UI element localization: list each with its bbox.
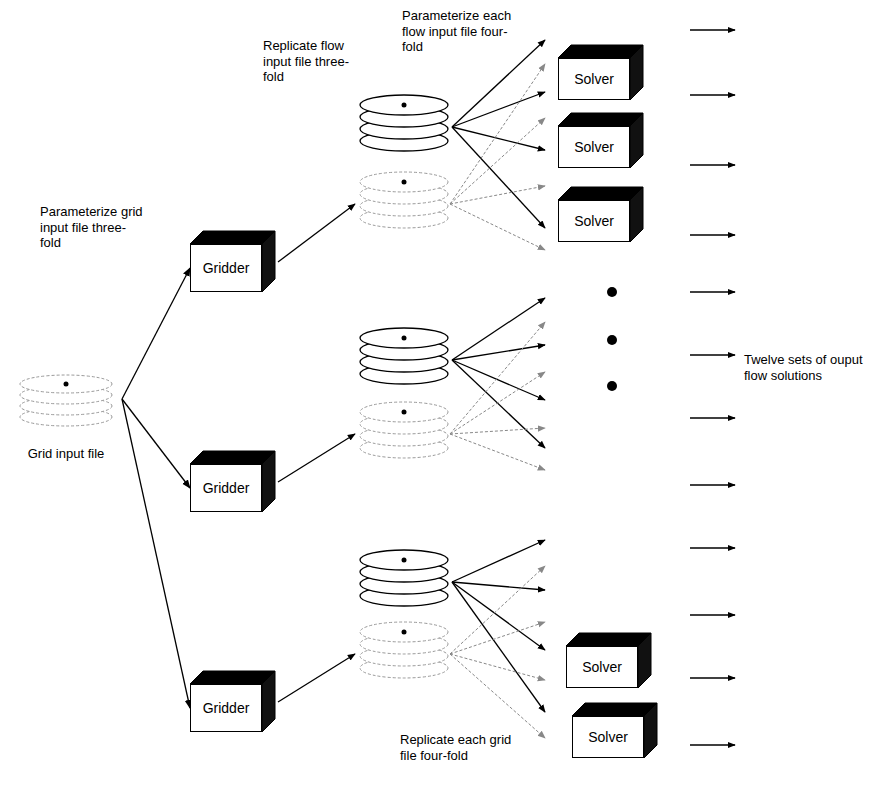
connector-arrow [122, 399, 190, 708]
fan-arrow [450, 434, 545, 470]
annotation-label: Parameterize grid input file three-fold [40, 204, 144, 251]
box-label: Solver [574, 213, 614, 229]
fan-arrow [450, 204, 545, 250]
box-label: Gridder [203, 480, 250, 496]
fan-arrow [450, 428, 545, 434]
disk-platter [360, 402, 448, 422]
disk-spindle [402, 180, 407, 185]
output-arrow [690, 484, 735, 485]
grid-input-disk: Grid input file [10, 372, 122, 462]
fan-arrow [450, 566, 545, 654]
box-top [190, 671, 275, 684]
output-arrow [690, 234, 735, 235]
annotation-label: Parameterize each flow input file four-f… [402, 8, 514, 55]
output-arrow [690, 417, 735, 418]
disk-platter [360, 550, 448, 570]
fan-arrow [450, 654, 545, 680]
output-arrow [690, 677, 735, 678]
box-side [262, 231, 275, 292]
box-label: Gridder [203, 260, 250, 276]
box-side [638, 633, 651, 688]
disk-platter [360, 328, 448, 348]
fan-arrow [450, 118, 545, 204]
disk-spindle [402, 630, 407, 635]
output-arrow [690, 94, 735, 95]
fan-arrow [452, 40, 545, 127]
box-side [644, 703, 657, 758]
solver-box: Solver [558, 126, 630, 168]
solver-box: Solver [566, 646, 638, 688]
output-arrow [690, 291, 735, 292]
box-side [262, 671, 275, 732]
disk-spindle [402, 558, 407, 563]
output-arrow [690, 614, 735, 615]
fan-arrow [452, 127, 545, 150]
fan-arrow [452, 92, 545, 127]
gridder-box: Gridder [190, 684, 262, 732]
fan-arrow [452, 582, 545, 590]
box-top [558, 187, 643, 200]
fan-arrow [450, 622, 545, 654]
disk-spindle [402, 410, 407, 415]
annotation-label: Replicate flow input file three-fold [263, 38, 355, 85]
fan-arrow [452, 345, 545, 360]
fan-arrow [452, 582, 545, 712]
box-top [558, 45, 643, 58]
box-side [262, 451, 275, 512]
box-label: Solver [574, 139, 614, 155]
box-side [630, 113, 643, 168]
gridder-output-arrow [278, 434, 355, 482]
box-label: Solver [588, 729, 628, 745]
gridder-output-arrow [278, 654, 355, 702]
fan-arrow [450, 64, 545, 204]
gridder-box: Gridder [190, 464, 262, 512]
annotation-label: Replicate each grid file four-fold [400, 732, 512, 763]
box-label: Solver [574, 71, 614, 87]
fan-arrow [450, 654, 545, 738]
connector-arrow [122, 268, 190, 399]
solver-box: Solver [572, 716, 644, 758]
disk-spindle [402, 336, 407, 341]
solver-box: Solver [558, 200, 630, 242]
fan-arrow [450, 186, 545, 204]
fan-arrow [452, 540, 545, 582]
disk-platter [360, 95, 448, 115]
box-top [558, 113, 643, 126]
disk-platter [360, 622, 448, 642]
ellipsis-dot [607, 381, 617, 391]
box-top [572, 703, 657, 716]
disk-stack-icon [10, 372, 122, 434]
output-arrow [690, 744, 735, 745]
box-side [630, 187, 643, 242]
box-top [190, 231, 275, 244]
fan-arrow [452, 127, 545, 228]
output-arrow [690, 164, 735, 165]
disk-spindle [64, 382, 69, 387]
box-label: Solver [582, 659, 622, 675]
fan-arrow [450, 322, 545, 434]
disk-platter [360, 172, 448, 192]
gridder-output-arrow [278, 204, 355, 262]
box-top [190, 451, 275, 464]
fan-arrow [452, 360, 545, 448]
ellipsis-dot [607, 335, 617, 345]
fan-arrow [450, 372, 545, 434]
ellipsis-dot [607, 287, 617, 297]
annotation-label: Twelve sets of ouput flow solutions [744, 352, 880, 383]
disk-spindle [402, 103, 407, 108]
fan-arrow [452, 360, 545, 400]
gridder-box: Gridder [190, 244, 262, 292]
output-arrow [690, 547, 735, 548]
output-arrow [690, 29, 735, 30]
box-top [566, 633, 651, 646]
fan-arrow [452, 298, 545, 360]
box-label: Gridder [203, 700, 250, 716]
disk-platter [20, 375, 112, 393]
box-side [630, 45, 643, 100]
solver-box: Solver [558, 58, 630, 100]
output-arrow [690, 354, 735, 355]
file-label: Grid input file [28, 447, 105, 462]
